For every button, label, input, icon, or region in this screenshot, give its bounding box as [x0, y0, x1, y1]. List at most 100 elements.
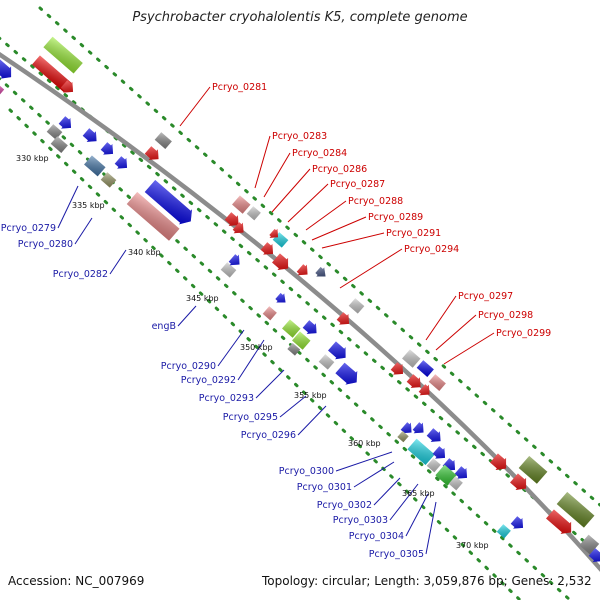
leader-line — [217, 329, 245, 367]
gene-label[interactable]: Pcryo_0294 — [339, 244, 459, 289]
gene-name: Pcryo_0283 — [272, 131, 327, 142]
gene-label[interactable]: Pcryo_0290 — [161, 329, 245, 372]
gene-name: engB — [152, 321, 176, 332]
accession-text: Accession: NC_007969 — [8, 574, 145, 588]
gene-label[interactable]: Pcryo_0292 — [181, 339, 265, 386]
kbp-tick-label: 365 kbp — [402, 489, 435, 498]
gene-feature — [402, 349, 421, 368]
gene-feature — [58, 116, 72, 129]
leader-line — [335, 451, 393, 472]
gene-feature — [82, 128, 97, 142]
gene-label[interactable]: engB — [152, 305, 197, 332]
gene-feature — [400, 422, 412, 434]
gene-name: Pcryo_0289 — [368, 212, 423, 223]
gene-label[interactable]: Pcryo_0296 — [241, 405, 327, 441]
gene-label[interactable]: Pcryo_0288 — [305, 196, 403, 231]
gene-name: Pcryo_0302 — [317, 500, 372, 511]
gene-label[interactable]: Pcryo_0287 — [287, 179, 385, 223]
gene-label[interactable]: Pcryo_0293 — [199, 369, 285, 404]
gene-feature — [269, 228, 279, 238]
gene-feature — [0, 59, 12, 79]
gene-feature — [406, 374, 421, 388]
gene-label[interactable]: Pcryo_0304 — [349, 493, 429, 542]
gene-feature — [348, 298, 365, 314]
gene-feature — [426, 428, 441, 442]
kbp-tick-label: 335 kbp — [72, 201, 105, 210]
kbp-tick-label: 360 kbp — [348, 439, 381, 448]
gene-label[interactable]: Pcryo_0305 — [369, 501, 437, 560]
gene-label[interactable]: Pcryo_0282 — [53, 249, 127, 280]
gene-name: Pcryo_0299 — [496, 328, 551, 339]
gene-feature — [292, 331, 311, 350]
gene-label[interactable]: Pcryo_0284 — [263, 148, 347, 198]
gene-label[interactable]: Pcryo_0302 — [317, 477, 401, 511]
leader-line — [287, 183, 329, 223]
gene-feature — [32, 55, 72, 93]
leader-line — [177, 305, 197, 327]
leader-line — [353, 461, 395, 488]
kbp-tick-label: 345 kbp — [186, 294, 219, 303]
gene-label[interactable]: Pcryo_0280 — [18, 217, 93, 250]
gene-label[interactable]: Pcryo_0297 — [425, 291, 513, 341]
gene-feature — [428, 374, 446, 391]
gene-label[interactable]: Pcryo_0299 — [443, 328, 551, 365]
gene-name: Pcryo_0293 — [199, 393, 254, 404]
gene-feature — [435, 464, 457, 486]
gene-label[interactable]: Pcryo_0279 — [1, 185, 79, 234]
leader-line — [373, 477, 401, 506]
gene-name: Pcryo_0297 — [458, 291, 513, 302]
gene-feature — [282, 319, 301, 338]
leader-line — [297, 405, 327, 436]
gene-label[interactable]: Pcryo_0291 — [321, 228, 441, 249]
gene-name: Pcryo_0305 — [369, 549, 424, 560]
gene-name: Pcryo_0296 — [241, 430, 296, 441]
gene-feature — [418, 384, 430, 396]
gene-label[interactable]: Pcryo_0281 — [179, 82, 267, 127]
gene-name: Pcryo_0295 — [223, 412, 278, 423]
leader-line — [263, 152, 291, 198]
gene-feature — [416, 360, 434, 377]
leader-line — [179, 86, 211, 127]
gene-name: Pcryo_0301 — [297, 482, 352, 493]
kbp-tick-label: 340 kbp — [128, 248, 161, 257]
leader-line — [254, 135, 271, 189]
gene-feature — [50, 136, 68, 153]
kbp-tick-label: 350 kbp — [240, 343, 273, 352]
gene-name: Pcryo_0290 — [161, 361, 216, 372]
kbp-tick-label: 355 kbp — [294, 391, 327, 400]
gene-feature — [144, 179, 193, 225]
gene-feature — [556, 491, 595, 528]
gene-feature — [432, 446, 446, 459]
gene-feature — [60, 80, 74, 93]
kbp-tick-label: 330 kbp — [16, 154, 49, 163]
gene-label[interactable]: Pcryo_0283 — [254, 131, 327, 189]
leader-line — [339, 248, 403, 289]
gene-callouts: Pcryo_0281Pcryo_0283Pcryo_0284Pcryo_0286… — [1, 82, 551, 560]
gene-feature — [490, 453, 507, 470]
gene-label[interactable]: Pcryo_0301 — [297, 461, 395, 493]
gene-label[interactable]: Pcryo_0289 — [311, 212, 423, 241]
gene-feature — [302, 320, 317, 334]
gene-feature — [275, 292, 286, 303]
gene-feature — [84, 155, 106, 177]
gene-features — [0, 36, 600, 562]
gene-feature — [224, 212, 239, 226]
gene-name: Pcryo_0279 — [1, 223, 56, 234]
gene-label[interactable]: Pcryo_0300 — [279, 451, 393, 477]
gene-label[interactable]: Pcryo_0303 — [333, 483, 419, 526]
leader-line — [425, 295, 457, 341]
gene-label[interactable]: Pcryo_0295 — [223, 395, 307, 423]
leader-line — [405, 493, 429, 537]
gene-label[interactable]: Pcryo_0298 — [435, 310, 533, 351]
gene-feature — [126, 191, 180, 241]
gene-name: Pcryo_0282 — [53, 269, 108, 280]
leader-line — [109, 249, 127, 275]
gene-feature — [43, 36, 83, 74]
gene-feature — [397, 430, 409, 443]
gene-name: Pcryo_0291 — [386, 228, 441, 239]
dotted-tracks — [0, 6, 600, 600]
gene-feature — [496, 524, 511, 539]
gene-label[interactable]: Pcryo_0286 — [271, 164, 367, 213]
